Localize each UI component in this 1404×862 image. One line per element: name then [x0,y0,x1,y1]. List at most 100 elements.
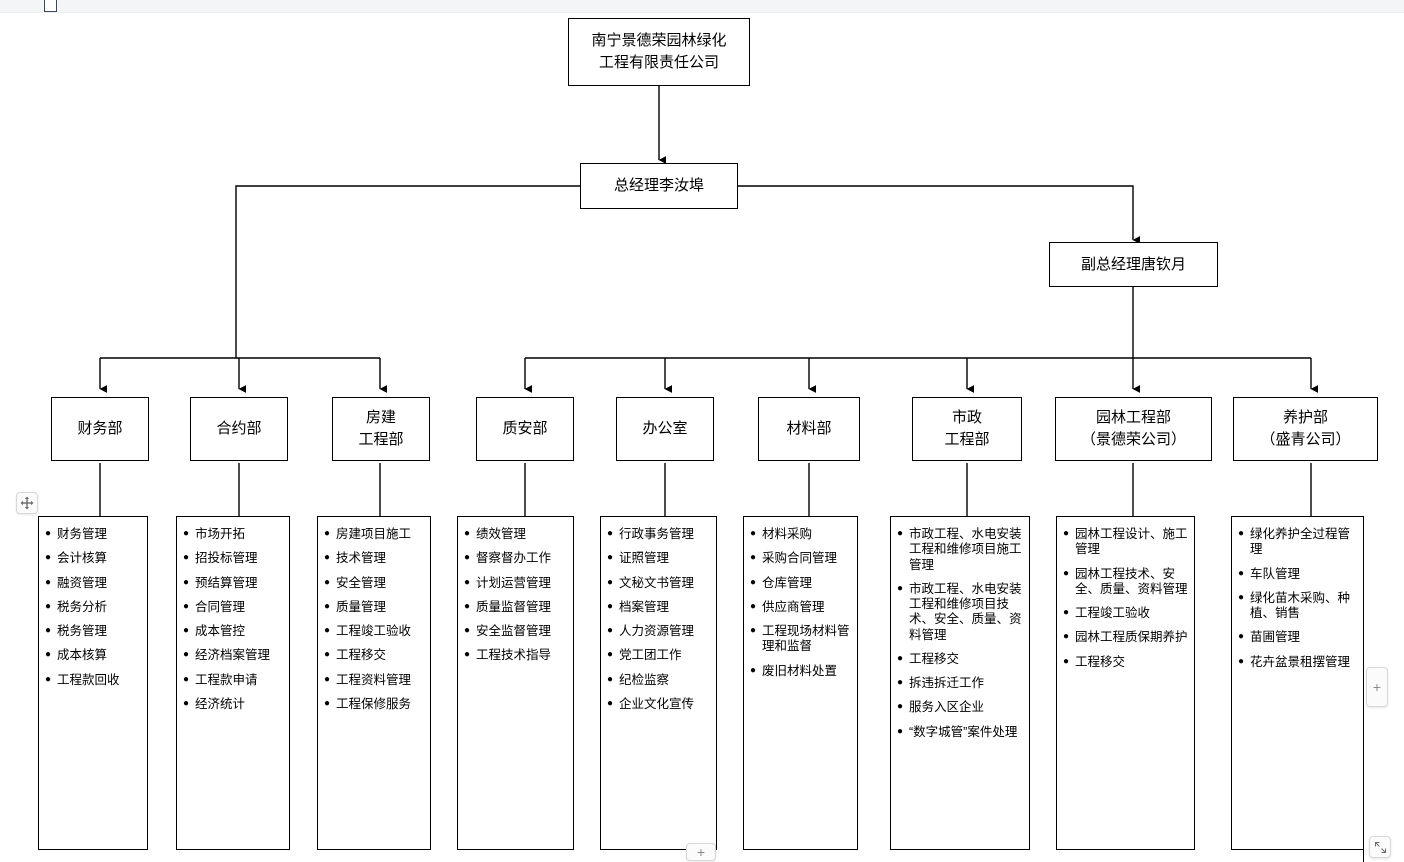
duty-item-label: 车队管理 [1250,566,1301,581]
duty-item-label: 花卉盆景租摆管理 [1250,654,1351,669]
duty-item: 工程竣工验收 [324,624,424,639]
dept-box-materials[interactable]: 材料部 [758,397,860,461]
duty-item: 会计核算 [45,551,141,566]
duty-item-label: 园林工程技术、安全、质量、资料管理 [1075,566,1188,596]
duty-item: 成本管控 [183,624,283,639]
duty-item-label: 仓库管理 [762,575,813,590]
dept-box-landscape-engineering[interactable]: 园林工程部 （景德荣公司） [1055,397,1212,461]
dept-box-municipal-engineering[interactable]: 市政 工程部 [912,397,1022,461]
window-handle-icon[interactable] [44,0,57,12]
duty-item: 市场开拓 [183,527,283,542]
duty-item-label: 经济统计 [195,696,246,711]
duty-item-label: 成本核算 [57,648,108,663]
dept-title-office: 办公室 [642,420,688,438]
duty-item: 绩效管理 [464,527,567,542]
duty-item: 园林工程技术、安全、质量、资料管理 [1063,567,1188,598]
duty-item: 行政事务管理 [607,527,710,542]
duty-item-label: 税务管理 [57,624,108,638]
dept-box-finance[interactable]: 财务部 [51,397,149,461]
dept-title-maintenance-1: 养护部 [1282,409,1328,427]
duty-item: 工程资料管理 [324,673,424,688]
duty-item: 财务管理 [45,527,141,542]
node-deputy-manager[interactable]: 副总经理唐钦月 [1049,242,1218,287]
dept-box-building-engineering[interactable]: 房建 工程部 [332,397,430,461]
move-arrows-icon[interactable] [16,492,38,514]
duty-item: 工程移交 [1063,655,1188,670]
deputy-manager-label: 副总经理唐钦月 [1080,255,1186,273]
duty-item: 计划运营管理 [464,576,567,591]
dept-title-contract: 合约部 [216,420,262,438]
dept-title-landscape-2: （景德荣公司） [1080,431,1186,448]
duty-item: 人力资源管理 [607,624,710,639]
duty-item: 预结算管理 [183,576,283,591]
duty-item: 房建项目施工 [324,527,424,542]
dept-title-building-2: 工程部 [358,431,404,448]
duty-item-label: 安全管理 [336,575,387,590]
duty-item: 市政工程、水电安装工程和维修项目技术、安全、质量、资料管理 [897,582,1023,643]
duty-item-label: 房建项目施工 [336,527,412,541]
duty-list-maintenance: 绿化养护全过程管理车队管理绿化苗木采购、种植、销售苗圃管理花卉盆景租摆管理 [1238,527,1357,670]
duty-item-label: 苗圃管理 [1250,630,1301,645]
duty-item: 拆违拆迁工作 [897,676,1023,691]
general-manager-label: 总经理李汝埠 [613,177,704,195]
duty-item: 经济统计 [183,697,283,712]
duty-item-label: 预结算管理 [195,575,258,590]
duty-item: 合同管理 [183,600,283,615]
duty-item: 绿化苗木采购、种植、销售 [1238,591,1357,622]
duty-item: 苗圃管理 [1238,630,1357,645]
dept-box-quality-safety[interactable]: 质安部 [476,397,574,461]
duty-item-label: 工程资料管理 [336,672,412,687]
duty-item-label: 市政工程、水电安装工程和维修项目施工管理 [909,527,1022,572]
duty-item: 市政工程、水电安装工程和维修项目施工管理 [897,527,1023,573]
duty-item: 融资管理 [45,576,141,591]
duty-item-label: 人力资源管理 [619,624,695,638]
duty-item-label: 税务分析 [57,599,108,614]
duty-item-label: 行政事务管理 [619,527,695,541]
duty-item: 车队管理 [1238,567,1357,582]
add-column-right-label: + [1372,679,1382,695]
duty-item: 工程款回收 [45,673,141,688]
duty-item-label: 证照管理 [619,551,670,566]
duty-item-label: 计划运营管理 [476,575,552,590]
duty-item: 园林工程质保期养护 [1063,630,1188,645]
duty-item-label: 市政工程、水电安装工程和维修项目技术、安全、质量、资料管理 [909,581,1022,642]
duty-item: 工程移交 [897,652,1023,667]
duty-item: 仓库管理 [750,576,851,591]
duty-item-label: 纪检监察 [619,672,670,687]
duty-item-label: 材料采购 [762,527,813,541]
add-row-bottom-button[interactable]: + [686,843,716,861]
duty-item-label: 园林工程质保期养护 [1075,630,1188,645]
duty-item-label: 财务管理 [57,527,108,541]
resize-diagonal-icon[interactable] [1369,836,1391,858]
duty-panel-building-engineering: 房建项目施工技术管理安全管理质量管理工程竣工验收工程移交工程资料管理工程保修服务 [317,516,431,850]
duty-item: 安全监督管理 [464,624,567,639]
duty-item: 质量监督管理 [464,600,567,615]
company-line-2: 工程有限责任公司 [598,54,719,71]
dept-box-maintenance[interactable]: 养护部 （盛青公司） [1233,397,1378,461]
duty-item: 文秘文书管理 [607,576,710,591]
duty-item-label: 工程款申请 [195,672,258,687]
add-column-right-button[interactable]: + [1366,667,1388,707]
duty-item-label: 工程移交 [336,648,387,663]
node-company[interactable]: 南宁景德荣园林绿化 工程有限责任公司 [568,18,750,86]
duty-item-label: 合同管理 [195,599,246,614]
duty-item-label: 园林工程设计、施工管理 [1075,527,1188,557]
duty-item: 安全管理 [324,576,424,591]
dept-box-contract[interactable]: 合约部 [190,397,288,461]
duty-item-label: 工程移交 [909,651,960,666]
dept-box-office[interactable]: 办公室 [616,397,714,461]
duty-item-label: “数字城管”案件处理 [909,724,1018,739]
duty-item-label: 市场开拓 [195,527,246,541]
duty-item: 工程款申请 [183,673,283,688]
duty-item-label: 安全监督管理 [476,624,552,638]
duty-panel-finance: 财务管理会计核算融资管理税务分析税务管理成本核算工程款回收 [38,516,148,850]
duty-item: 材料采购 [750,527,851,542]
duty-item-label: 绿化养护全过程管理 [1250,527,1351,557]
duty-item: 工程移交 [324,648,424,663]
duty-item-label: 服务入区企业 [909,700,985,715]
node-general-manager[interactable]: 总经理李汝埠 [580,163,738,209]
duty-item-label: 废旧材料处置 [762,663,838,678]
duty-item-label: 档案管理 [619,599,670,614]
duty-panel-municipal-engineering: 市政工程、水电安装工程和维修项目施工管理市政工程、水电安装工程和维修项目技术、安… [890,516,1030,850]
duty-item: 花卉盆景租摆管理 [1238,655,1357,670]
